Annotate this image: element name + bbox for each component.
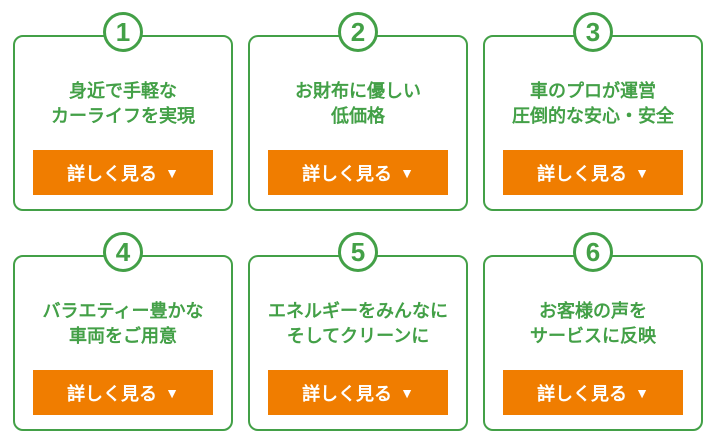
feature-title-line2: 低価格 xyxy=(331,106,385,126)
card-body: バラエティー豊かな 車両をご用意 詳しく見る ▼ xyxy=(13,255,233,431)
feature-card-1: 1 身近で手軽な カーライフを実現 詳しく見る ▼ xyxy=(13,12,233,211)
details-button[interactable]: 詳しく見る ▼ xyxy=(33,370,213,415)
details-button-label: 詳しく見る xyxy=(302,163,393,184)
feature-title: 身近で手軽な カーライフを実現 xyxy=(15,58,231,150)
feature-card-4: 4 バラエティー豊かな 車両をご用意 詳しく見る ▼ xyxy=(13,232,233,431)
feature-number-badge: 6 xyxy=(573,232,613,272)
feature-card-6: 6 お客様の声を サービスに反映 詳しく見る ▼ xyxy=(483,232,703,431)
details-button[interactable]: 詳しく見る ▼ xyxy=(503,150,683,195)
feature-title-line2: そしてクリーンに xyxy=(286,326,430,346)
feature-title: エネルギーをみんなに そしてクリーンに xyxy=(250,278,466,370)
feature-number: 3 xyxy=(585,17,601,47)
feature-title-line2: サービスに反映 xyxy=(530,326,656,346)
details-button-label: 詳しく見る xyxy=(537,383,628,404)
details-button-label: 詳しく見る xyxy=(67,163,158,184)
feature-number-badge: 3 xyxy=(573,12,613,52)
card-body: エネルギーをみんなに そしてクリーンに 詳しく見る ▼ xyxy=(248,255,468,431)
details-button[interactable]: 詳しく見る ▼ xyxy=(503,370,683,415)
feature-title-line1: お財布に優しい xyxy=(295,81,421,101)
feature-number: 1 xyxy=(115,17,131,47)
caret-down-icon: ▼ xyxy=(165,164,179,181)
feature-title-line1: バラエティー豊かな xyxy=(42,301,204,321)
details-button[interactable]: 詳しく見る ▼ xyxy=(268,370,448,415)
feature-card-5: 5 エネルギーをみんなに そしてクリーンに 詳しく見る ▼ xyxy=(248,232,468,431)
details-button-label: 詳しく見る xyxy=(302,383,393,404)
feature-title-line2: カーライフを実現 xyxy=(51,106,195,126)
feature-title: 車のプロが運営 圧倒的な安心・安全 xyxy=(485,58,701,150)
feature-number: 6 xyxy=(585,237,601,267)
details-button-label: 詳しく見る xyxy=(537,163,628,184)
feature-title-line1: お客様の声を xyxy=(539,301,647,321)
feature-title-line2: 車両をご用意 xyxy=(69,326,177,346)
feature-title-line2: 圧倒的な安心・安全 xyxy=(512,106,674,126)
feature-number-badge: 4 xyxy=(103,232,143,272)
feature-title-line1: 車のプロが運営 xyxy=(530,81,656,101)
card-body: お客様の声を サービスに反映 詳しく見る ▼ xyxy=(483,255,703,431)
feature-number-badge: 5 xyxy=(338,232,378,272)
feature-number-badge: 1 xyxy=(103,12,143,52)
caret-down-icon: ▼ xyxy=(400,164,414,181)
feature-number-badge: 2 xyxy=(338,12,378,52)
feature-title-line1: 身近で手軽な xyxy=(69,81,177,101)
feature-title: お財布に優しい 低価格 xyxy=(250,58,466,150)
feature-number: 2 xyxy=(350,17,366,47)
card-body: お財布に優しい 低価格 詳しく見る ▼ xyxy=(248,35,468,211)
details-button-label: 詳しく見る xyxy=(67,383,158,404)
details-button[interactable]: 詳しく見る ▼ xyxy=(33,150,213,195)
caret-down-icon: ▼ xyxy=(165,384,179,401)
feature-card-3: 3 車のプロが運営 圧倒的な安心・安全 詳しく見る ▼ xyxy=(483,12,703,211)
details-button[interactable]: 詳しく見る ▼ xyxy=(268,150,448,195)
card-body: 車のプロが運営 圧倒的な安心・安全 詳しく見る ▼ xyxy=(483,35,703,211)
feature-title: バラエティー豊かな 車両をご用意 xyxy=(15,278,231,370)
caret-down-icon: ▼ xyxy=(635,384,649,401)
caret-down-icon: ▼ xyxy=(635,164,649,181)
feature-card-2: 2 お財布に優しい 低価格 詳しく見る ▼ xyxy=(248,12,468,211)
feature-title: お客様の声を サービスに反映 xyxy=(485,278,701,370)
card-body: 身近で手軽な カーライフを実現 詳しく見る ▼ xyxy=(13,35,233,211)
feature-number: 4 xyxy=(115,237,131,267)
caret-down-icon: ▼ xyxy=(400,384,414,401)
feature-title-line1: エネルギーをみんなに xyxy=(268,301,448,321)
feature-number: 5 xyxy=(350,237,366,267)
